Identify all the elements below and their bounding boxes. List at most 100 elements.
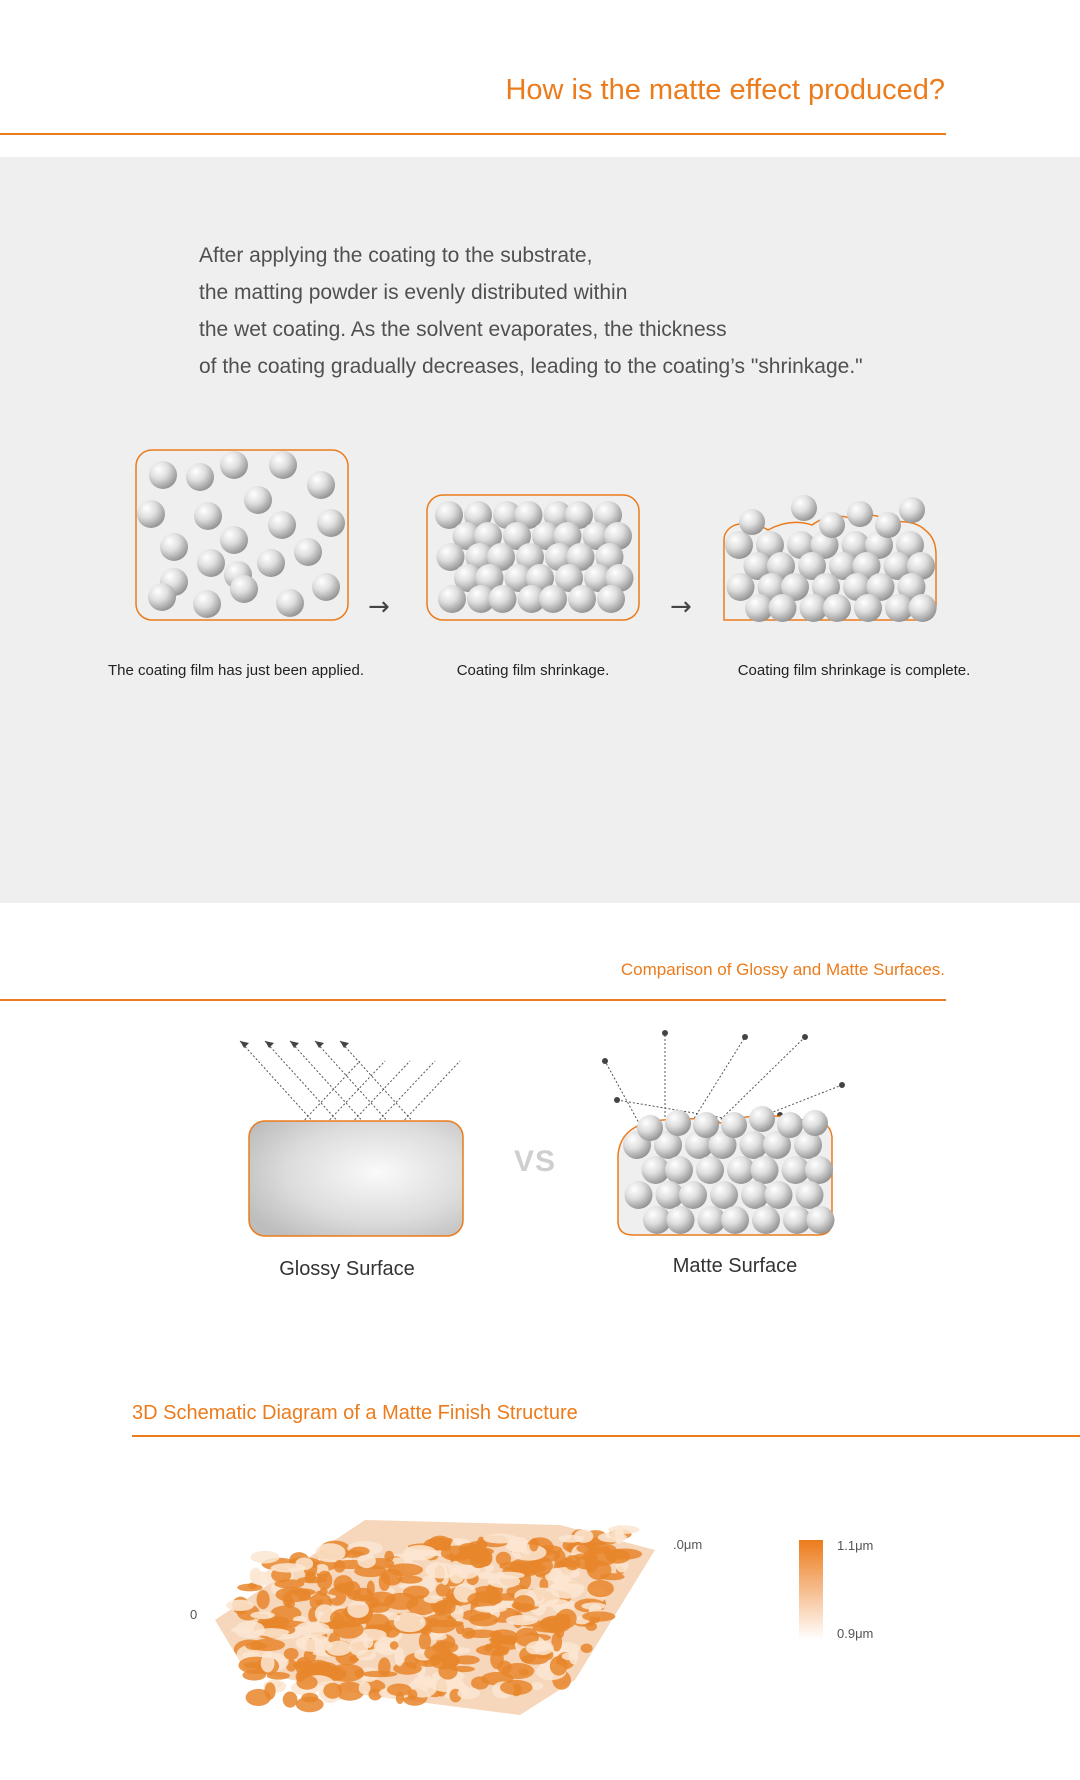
surface-peak [422, 1613, 458, 1634]
glossy-vs-matte-diagram [239, 1030, 845, 1237]
matte-surface-label: Matte Surface [672, 1255, 798, 1277]
surface-peak [576, 1542, 610, 1555]
axis-max-label: .0μm [673, 1537, 703, 1552]
surface-peak [418, 1631, 431, 1651]
particle [764, 1181, 793, 1209]
particle [795, 1181, 824, 1209]
particle [526, 564, 554, 592]
incident-light-ray [279, 1060, 361, 1147]
arrow-head-icon [315, 1041, 324, 1048]
arrow-head-icon [240, 1041, 249, 1048]
surface-peak [264, 1682, 276, 1700]
particle [594, 501, 622, 529]
arrow-head-icon [802, 1034, 808, 1040]
reflected-light-ray [289, 1040, 386, 1147]
surface-peak [245, 1642, 268, 1651]
section-title-comparison: Comparison of Glossy and Matte Surfaces. [620, 960, 945, 979]
particle [883, 552, 912, 580]
particle [852, 552, 881, 580]
surface-peak [549, 1579, 585, 1599]
surface-peak [348, 1655, 359, 1663]
scattered-light-ray [604, 1060, 641, 1126]
particle [763, 1131, 791, 1159]
particle [193, 590, 221, 618]
stage-caption-shrinkage: Coating film shrinkage. [456, 662, 610, 679]
surface-peak [574, 1555, 601, 1570]
particle [244, 486, 272, 514]
particle [637, 1115, 663, 1141]
particle [805, 1156, 833, 1184]
surface-peak [475, 1605, 507, 1613]
particle [741, 1181, 769, 1209]
surface-peak [483, 1533, 518, 1544]
particle [197, 549, 225, 577]
surface-peak [502, 1635, 518, 1645]
surface-peak [333, 1620, 364, 1639]
surface-peak [527, 1555, 554, 1576]
surface-peak [282, 1691, 298, 1708]
particle [908, 594, 937, 622]
surface-peak [349, 1546, 370, 1556]
particle [503, 522, 531, 550]
particle [750, 1156, 779, 1184]
surface-peak [467, 1591, 501, 1608]
particle [794, 1131, 822, 1159]
particle [582, 522, 611, 550]
surface-peak [453, 1655, 480, 1665]
particle [655, 1181, 684, 1209]
surface-peak [461, 1627, 476, 1639]
particle [604, 522, 632, 550]
surface-peak [329, 1663, 365, 1682]
particle [665, 1110, 691, 1136]
particle [641, 1156, 670, 1184]
surface-peak [349, 1638, 369, 1656]
particle [757, 573, 786, 601]
particle [679, 1181, 707, 1209]
reflected-light-ray [314, 1040, 411, 1147]
particle [624, 1181, 653, 1209]
particle [819, 512, 845, 538]
surface-peak [549, 1656, 568, 1676]
incident-light-ray [329, 1060, 411, 1147]
surface-peak [314, 1604, 335, 1623]
particle [475, 564, 504, 592]
surface-peak [249, 1567, 262, 1585]
surface-peak [585, 1622, 598, 1631]
particle [756, 531, 784, 559]
particle [584, 564, 612, 592]
surface-peak [564, 1555, 581, 1571]
surface-peak [468, 1613, 499, 1627]
particle [798, 552, 826, 580]
surface-peak [296, 1638, 333, 1653]
surface-peak [333, 1559, 346, 1573]
particle [847, 501, 873, 527]
surface-peak [344, 1589, 358, 1597]
particle [768, 594, 797, 622]
particle [743, 552, 772, 580]
surface-peak [275, 1587, 312, 1603]
surface-peak [597, 1532, 627, 1543]
surface-peak [361, 1670, 398, 1678]
arrow-head-icon [265, 1041, 274, 1048]
particle [605, 564, 634, 592]
surface-peak [234, 1620, 265, 1639]
intro-line: After applying the coating to the substr… [199, 244, 593, 267]
surface-peak [393, 1612, 426, 1633]
section-title-3d-structure: 3D Schematic Diagram of a Matte Finish S… [132, 1402, 578, 1424]
surface-peak [513, 1595, 535, 1613]
surface-peak [365, 1613, 390, 1634]
particle [875, 512, 901, 538]
particle [597, 585, 625, 613]
surface-peak [429, 1676, 465, 1693]
surface-peak [492, 1648, 509, 1656]
surface-peak [381, 1568, 403, 1586]
intro-line: the matting powder is evenly distributed… [199, 281, 628, 304]
particle [307, 471, 335, 499]
section-title-matte-effect: How is the matte effect produced? [505, 74, 945, 106]
particle [474, 522, 502, 550]
surface-peak [459, 1546, 495, 1557]
stage-shrinking-box [426, 494, 640, 621]
scale-high-label: 1.1μm [837, 1538, 874, 1553]
surface-peak [250, 1611, 275, 1620]
particle [727, 1156, 755, 1184]
